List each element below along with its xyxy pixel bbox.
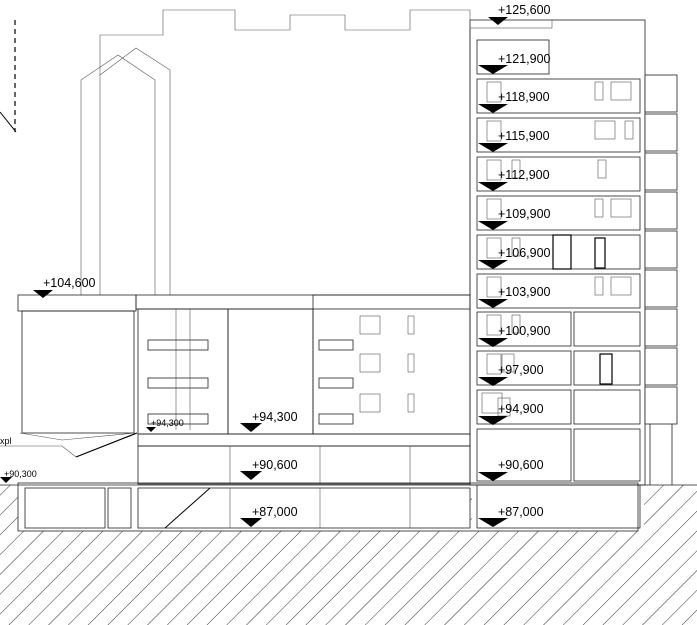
level-label: +94,900 bbox=[498, 402, 544, 416]
level-marker-triangle bbox=[478, 182, 508, 191]
level-label: +90,600 bbox=[498, 458, 544, 472]
left-building bbox=[17, 294, 137, 434]
level-label-basement: +90,600 bbox=[252, 458, 298, 472]
roof-room bbox=[476, 39, 550, 75]
level-marker-triangle bbox=[478, 143, 508, 152]
balconies bbox=[644, 74, 678, 485]
level-label: +106,900 bbox=[498, 246, 551, 260]
level-label-left-roof: +104,600 bbox=[43, 276, 96, 290]
ground-hatch bbox=[0, 483, 697, 625]
level-label: +97,900 bbox=[498, 363, 544, 377]
level-label: +115,900 bbox=[498, 129, 550, 143]
level-marker-triangle bbox=[478, 221, 508, 230]
level-label: +109,900 bbox=[498, 207, 551, 221]
level-marker-triangle bbox=[240, 471, 262, 480]
level-marker-triangle bbox=[478, 338, 508, 347]
level-marker-triangle bbox=[240, 423, 262, 432]
level-marker-triangle bbox=[33, 290, 53, 298]
level-label: +100,900 bbox=[498, 324, 551, 338]
level-label: +118,900 bbox=[498, 90, 550, 104]
level-label: +112,900 bbox=[498, 168, 550, 182]
level-label-top: +125,600 bbox=[498, 3, 551, 17]
level-marker-triangle bbox=[478, 299, 508, 308]
level-label: +103,900 bbox=[498, 285, 551, 299]
north-arrow bbox=[0, 20, 17, 133]
level-marker-triangle bbox=[478, 260, 508, 269]
level-marker-triangle bbox=[0, 477, 12, 483]
level-labels: +125,600 +121,900 +118,900 +115,900 +112… bbox=[0, 3, 551, 519]
level-marker-triangle bbox=[488, 17, 508, 25]
level-marker-triangle bbox=[478, 377, 508, 386]
level-marker-triangle bbox=[240, 518, 262, 527]
level-marker-triangle bbox=[146, 427, 156, 432]
level-marker-triangle bbox=[478, 104, 508, 113]
garage-lower bbox=[137, 487, 471, 529]
level-label-podium: +94,300 bbox=[252, 410, 298, 424]
level-label-podium-small: +94,300 bbox=[151, 418, 184, 428]
level-label: +87,000 bbox=[498, 505, 544, 519]
interior-details bbox=[481, 81, 634, 417]
level-marker-triangle bbox=[478, 416, 508, 425]
garage-upper bbox=[137, 445, 471, 485]
level-label: +121,900 bbox=[498, 52, 551, 66]
level-markers bbox=[0, 17, 508, 527]
tower bbox=[469, 19, 678, 529]
background-buildings bbox=[80, 9, 471, 295]
storage-room bbox=[24, 487, 106, 529]
level-marker-triangle bbox=[478, 472, 508, 481]
note-label: xpl bbox=[0, 436, 12, 446]
podium bbox=[135, 294, 471, 447]
level-label-street: +90,300 bbox=[4, 469, 37, 479]
level-marker-triangle bbox=[478, 518, 508, 527]
level-label-basement: +87,000 bbox=[252, 505, 298, 519]
stair bbox=[0, 432, 138, 458]
level-marker-triangle bbox=[478, 65, 508, 74]
